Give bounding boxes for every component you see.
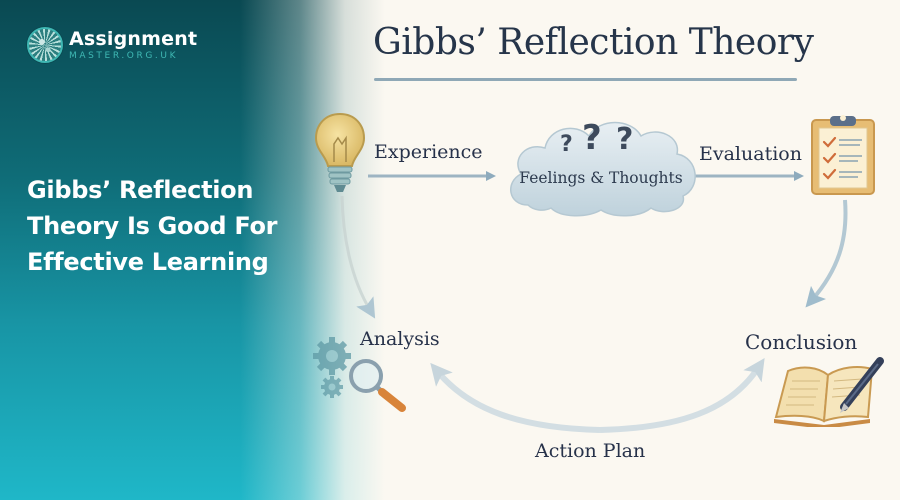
question-mark-large: ? bbox=[582, 118, 602, 158]
small-gear-icon bbox=[321, 376, 343, 398]
thought-cloud-icon bbox=[510, 121, 696, 217]
title-underline bbox=[374, 78, 797, 81]
stage-evaluation: Evaluation bbox=[699, 143, 802, 165]
headline-line-2: Theory Is Good For bbox=[27, 212, 278, 240]
clipboard-checklist-icon bbox=[811, 115, 875, 195]
open-book-pen-icon bbox=[774, 357, 884, 427]
stage-feelings-thoughts: Feelings & Thoughts bbox=[519, 169, 683, 187]
stage-action-plan: Action Plan bbox=[535, 440, 646, 462]
lightbulb-icon bbox=[314, 112, 366, 192]
logo-name: Assignment bbox=[69, 27, 198, 50]
question-mark-medium: ? bbox=[616, 122, 634, 157]
stage-analysis: Analysis bbox=[360, 328, 440, 350]
brand-logo[interactable]: Assignment MASTER.ORG.UK bbox=[27, 27, 197, 63]
page-headline: Gibbs’ Reflection Theory Is Good For Eff… bbox=[27, 172, 327, 280]
stage-conclusion: Conclusion bbox=[745, 330, 858, 354]
headline-line-3: Effective Learning bbox=[27, 248, 269, 276]
stage-experience: Experience bbox=[374, 141, 483, 163]
logo-subtitle: MASTER.ORG.UK bbox=[69, 50, 179, 61]
magnifier-icon bbox=[349, 359, 406, 412]
diagram-title: Gibbs’ Reflection Theory bbox=[373, 22, 814, 63]
gears-magnifier-icon bbox=[313, 337, 406, 412]
logo-badge-icon bbox=[27, 27, 63, 63]
headline-line-1: Gibbs’ Reflection bbox=[27, 176, 254, 204]
pen-icon bbox=[840, 357, 884, 413]
gear-icon bbox=[313, 337, 351, 375]
question-mark-small: ? bbox=[560, 132, 573, 157]
